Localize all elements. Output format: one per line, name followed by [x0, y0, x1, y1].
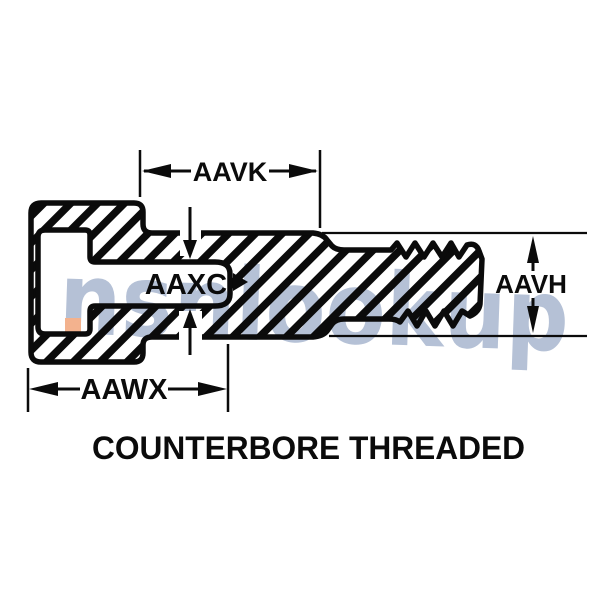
- dimension-aavk: AAVK: [138, 150, 322, 228]
- aavh-arrowhead-down: [527, 306, 539, 333]
- insert-body-outline: [28, 200, 485, 365]
- dimension-aavh: AAVH: [322, 231, 587, 338]
- aaxc-label: AAXC: [145, 269, 227, 301]
- figure-caption: COUNTERBORE THREADED: [92, 430, 525, 466]
- aavh-arrowhead-up: [527, 236, 539, 263]
- aavk-arrowhead-left: [142, 164, 171, 178]
- aavh-label: AAVH: [495, 269, 567, 299]
- aavk-arrowhead-right: [289, 164, 318, 178]
- aaxc-arrowhead-down: [183, 240, 197, 259]
- aawx-arrowhead-left: [29, 382, 58, 396]
- aawx-arrowhead-right: [198, 382, 227, 396]
- watermark-accent-square: [65, 318, 81, 335]
- aaxc-arrowhead-up: [183, 309, 197, 328]
- dimension-aaxc: AAXC: [145, 207, 227, 355]
- dimension-aawx: AAWX: [26, 344, 230, 412]
- aawx-label: AAWX: [81, 374, 169, 406]
- aavk-label: AAVK: [193, 157, 268, 187]
- bore-end-point: [233, 273, 248, 291]
